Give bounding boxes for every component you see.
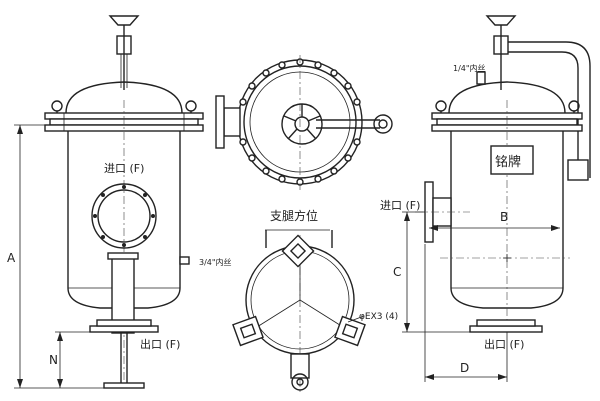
side-handwheel — [485, 15, 517, 26]
top-swing-arm — [316, 119, 380, 129]
top-inlet-stub — [223, 107, 241, 137]
top-arm-pivot — [373, 114, 393, 134]
side-support-arm — [508, 41, 591, 178]
leg-bottom-nozzle — [290, 353, 310, 379]
front-base-plate — [89, 325, 159, 333]
side-port-label: 1/4"内丝 — [453, 63, 486, 73]
side-inlet-label: 进口 (F) — [380, 199, 420, 212]
front-port-label: 3/4"内丝 — [199, 257, 232, 267]
dimension-C — [402, 211, 470, 333]
side-base-plate — [469, 325, 543, 333]
front-outlet-label: 出口 (F) — [140, 337, 180, 351]
front-dim-label-N: N — [49, 353, 58, 367]
front-handwheel — [108, 15, 140, 26]
front-foot — [103, 382, 145, 389]
front-lift-eye-right — [185, 100, 197, 112]
leg-pad-right — [334, 315, 366, 347]
side-nameplate-label: 铭牌 — [495, 154, 521, 170]
side-nameplate — [490, 145, 534, 175]
top-view — [215, 55, 393, 190]
side-dim-label-B: B — [500, 210, 508, 224]
dimension-B — [429, 225, 560, 231]
side-outlet-label: 出口 (F) — [484, 337, 524, 351]
front-inlet-port — [91, 183, 157, 249]
side-dome — [448, 81, 566, 114]
front-inlet-label: 进口 (F) — [104, 162, 144, 175]
front-vent-port — [179, 256, 190, 265]
dimension-D — [424, 244, 508, 382]
bolt-note-label: φEX3 (4) — [359, 312, 398, 322]
dimension-N — [55, 331, 90, 388]
front-dome — [65, 81, 183, 114]
front-dim-label-A: A — [7, 251, 16, 265]
leg-orientation-view — [232, 229, 366, 392]
side-dim-label-D: D — [460, 361, 469, 375]
side-dim-label-C: C — [393, 265, 401, 279]
front-view — [14, 15, 204, 389]
front-lift-eye-left — [51, 100, 63, 112]
leg-pad-left — [232, 315, 264, 347]
leg-pad-top — [281, 234, 315, 268]
side-view — [402, 15, 591, 382]
leg-orientation-title: 支腿方位 — [270, 208, 318, 223]
dimension-A — [14, 124, 104, 389]
